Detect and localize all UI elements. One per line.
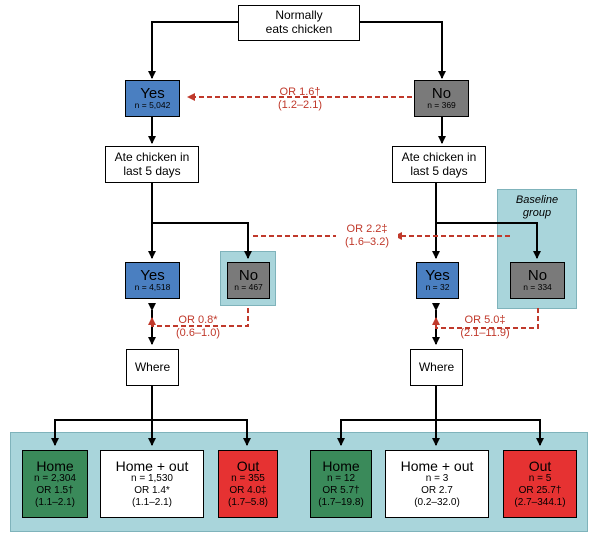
right-out-ci: (2.7–344.1)	[514, 497, 566, 509]
or-top-ci: (1.2–2.1)	[277, 99, 323, 112]
left-home-label: Home	[36, 457, 74, 474]
line-ate-right-split	[435, 183, 541, 259]
right-no2-n: n = 334	[523, 282, 552, 293]
or-label-top: OR 1.6† (1.2–2.1)	[270, 86, 330, 112]
left-ate-line2: last 5 days	[123, 163, 181, 178]
left-ate-node: Ate chicken in last 5 days	[105, 146, 199, 183]
right-no-n: n = 369	[427, 100, 456, 111]
left-out-or: OR 4.0‡	[229, 485, 267, 497]
root-node: Normally eats chicken	[238, 5, 360, 41]
right-where-node: Where	[410, 349, 463, 386]
left-home-node: Home n = 2,304 OR 1.5† (1.1–2.1)	[22, 450, 88, 518]
left-home-n: n = 2,304	[34, 473, 76, 485]
right-homeout-or: OR 2.7	[421, 485, 453, 497]
line-where-right-right	[436, 419, 544, 446]
right-home-label: Home	[322, 457, 360, 474]
or-label-center: OR 2.2‡ (1.6–3.2)	[336, 223, 398, 250]
left-homeout-node: Home + out n = 1,530 OR 1.4* (1.1–2.1)	[100, 450, 204, 518]
left-home-or: OR 1.5†	[36, 485, 74, 497]
or-right-mid-ci: (2.1–11.9)	[460, 327, 510, 340]
left-no2-label: No	[238, 267, 259, 285]
line-where-right-down	[337, 386, 437, 446]
right-out-or: OR 25.7†	[518, 485, 562, 497]
right-no-label: No	[431, 85, 452, 103]
left-homeout-ci: (1.1–2.1)	[131, 497, 173, 509]
right-home-node: Home n = 12 OR 5.7† (1.7–19.8)	[310, 450, 372, 518]
or-left-mid-ci: (0.6–1.0)	[175, 327, 221, 340]
root-line1: Normally	[275, 8, 323, 23]
right-yes2-n: n = 32	[425, 282, 450, 293]
left-homeout-label: Home + out	[115, 457, 189, 474]
left-yes-n: n = 5,042	[134, 100, 171, 111]
right-homeout-node: Home + out n = 3 OR 2.7 (0.2–32.0)	[385, 450, 489, 518]
left-out-node: Out n = 355 OR 4.0‡ (1.7–5.8)	[218, 450, 278, 518]
right-home-or: OR 5.7†	[322, 485, 360, 497]
baseline-line2: group	[522, 206, 552, 219]
root-line2: eats chicken	[265, 22, 333, 36]
right-home-ci: (1.7–19.8)	[318, 497, 364, 509]
right-homeout-n: n = 3	[425, 473, 449, 485]
or-arrow-left-mid	[148, 308, 249, 327]
right-homeout-ci: (0.2–32.0)	[414, 497, 460, 509]
left-out-n: n = 355	[231, 473, 265, 485]
right-out-n: n = 5	[528, 473, 552, 485]
or-top-value: OR 1.6†	[279, 86, 321, 98]
left-ate-line1: Ate chicken in	[114, 149, 190, 164]
right-ate-line2: last 5 days	[410, 163, 468, 178]
right-no2-node: No n = 334	[510, 262, 565, 299]
left-homeout-n: n = 1,530	[131, 473, 173, 485]
line-where-left-right	[152, 419, 251, 446]
or-right-mid-value: OR 5.0‡	[464, 314, 506, 326]
or-center-ci: (1.6–3.2)	[344, 236, 390, 249]
or-label-left-mid: OR 0.8* (0.6–1.0)	[170, 314, 226, 340]
right-home-n: n = 12	[326, 473, 356, 485]
right-out-node: Out n = 5 OR 25.7† (2.7–344.1)	[503, 450, 577, 518]
left-where-label: Where	[134, 359, 171, 374]
left-yes2-n: n = 4,518	[134, 282, 171, 293]
or-arrow-right-mid	[432, 308, 539, 329]
right-where-label: Where	[418, 359, 455, 374]
right-ate-node: Ate chicken in last 5 days	[392, 146, 486, 183]
baseline-line1: Baseline	[515, 194, 559, 206]
left-yes-label: Yes	[140, 85, 165, 103]
left-no2-n: n = 467	[234, 282, 263, 293]
right-yes2-node: Yes n = 32	[416, 262, 459, 299]
left-out-label: Out	[236, 457, 260, 474]
line-ate-left-split	[151, 183, 252, 259]
left-no2-node: No n = 467	[227, 262, 270, 299]
left-yes2-label: Yes	[140, 267, 165, 285]
or-center-value: OR 2.2‡	[346, 223, 388, 235]
baseline-group-label: Baseline group	[497, 194, 577, 219]
left-where-node: Where	[126, 349, 179, 386]
right-homeout-label: Home + out	[400, 457, 474, 474]
right-ate-line1: Ate chicken in	[401, 149, 477, 164]
left-yes2-node: Yes n = 4,518	[125, 262, 180, 299]
right-yes2-label: Yes	[425, 267, 450, 285]
left-home-ci: (1.1–2.1)	[34, 497, 76, 509]
or-left-mid-value: OR 0.8*	[178, 314, 218, 326]
or-label-right-mid: OR 5.0‡ (2.1–11.9)	[454, 314, 516, 340]
line-where-left-down	[51, 386, 153, 446]
left-out-ci: (1.7–5.8)	[227, 497, 269, 509]
left-homeout-or: OR 1.4*	[134, 485, 170, 497]
left-yes-node: Yes n = 5,042	[125, 80, 180, 117]
line-root-to-yes	[148, 21, 238, 79]
right-out-label: Out	[528, 457, 552, 474]
right-no2-label: No	[527, 267, 548, 285]
line-root-to-no	[360, 21, 446, 79]
right-no-node: No n = 369	[414, 80, 469, 117]
